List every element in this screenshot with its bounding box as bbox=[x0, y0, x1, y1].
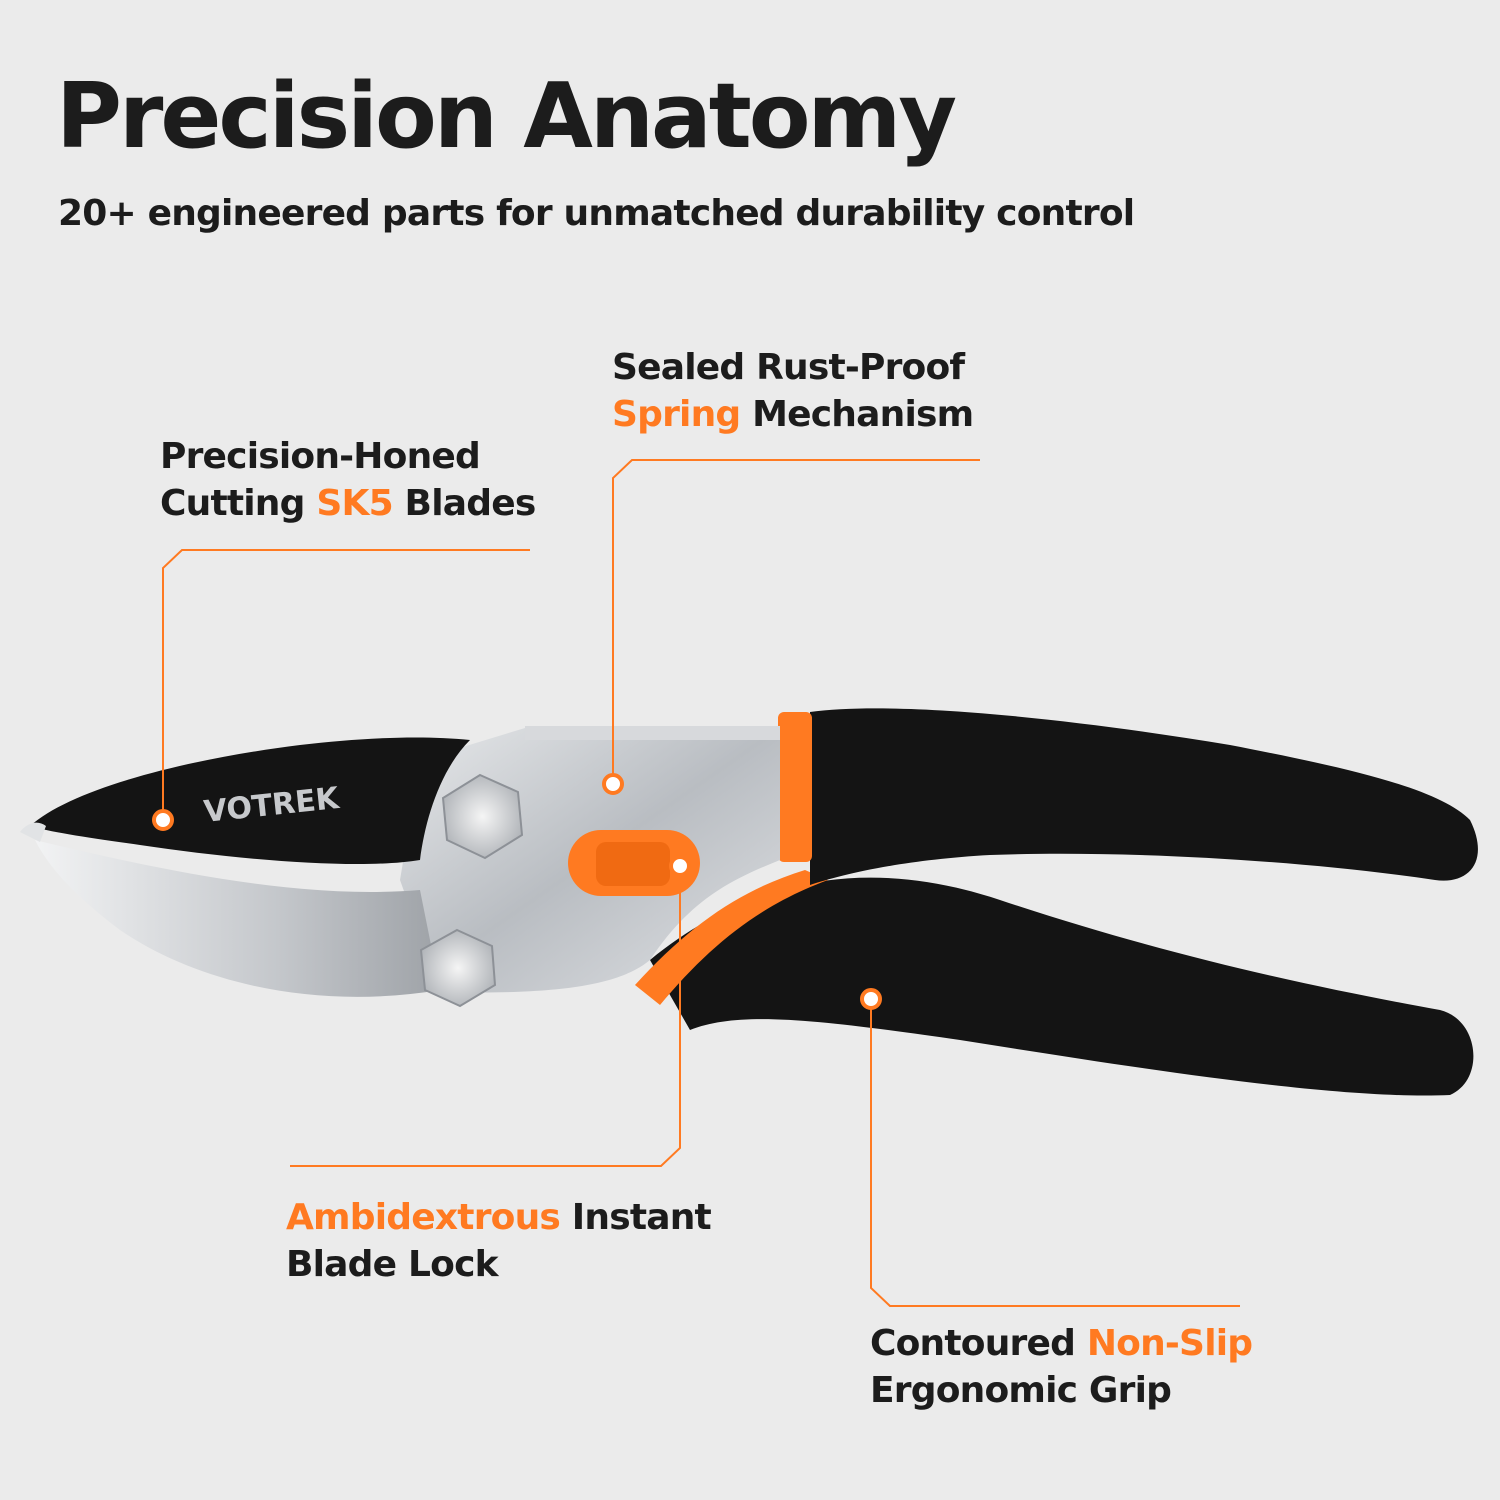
lower-blade bbox=[35, 840, 440, 997]
callout-blades: Precision-Honed Cutting SK5 Blades bbox=[160, 433, 536, 527]
callout-dots bbox=[152, 773, 882, 1010]
blades-line-2: Cutting SK5 Blades bbox=[160, 483, 536, 524]
upper-bolt bbox=[441, 773, 524, 860]
callout-lines bbox=[162, 459, 1240, 1307]
lock-leader bbox=[290, 866, 681, 1167]
page-title: Precision Anatomy bbox=[56, 64, 957, 169]
spring-leader bbox=[612, 459, 980, 782]
blades-line-1: Precision-Honed bbox=[160, 436, 481, 477]
upper-handle bbox=[810, 708, 1478, 885]
lower-collar bbox=[635, 870, 828, 1005]
grip-dot bbox=[860, 988, 882, 1010]
callout-lock: Ambidextrous Instant Blade Lock bbox=[286, 1194, 712, 1288]
lock-line-2: Blade Lock bbox=[286, 1244, 499, 1285]
spring-line-2: Spring Mechanism bbox=[612, 394, 974, 435]
blades-leader bbox=[162, 549, 530, 818]
page-subtitle: 20+ engineered parts for unmatched durab… bbox=[58, 193, 1135, 234]
lock-line-1: Ambidextrous Instant bbox=[286, 1197, 712, 1238]
spring-dot bbox=[602, 773, 624, 795]
callout-grip: Contoured Non-Slip Ergonomic Grip bbox=[870, 1320, 1253, 1414]
blades-dot bbox=[152, 809, 174, 831]
lower-handle bbox=[650, 877, 1474, 1096]
grip-line-2: Ergonomic Grip bbox=[870, 1370, 1172, 1411]
upper-collar bbox=[778, 712, 812, 862]
upper-blade bbox=[30, 737, 470, 865]
grip-leader bbox=[870, 999, 1240, 1307]
lock-dot bbox=[669, 855, 691, 877]
grip-line-1: Contoured Non-Slip bbox=[870, 1323, 1253, 1364]
callout-spring: Sealed Rust-Proof Spring Mechanism bbox=[612, 344, 974, 438]
lower-bolt bbox=[419, 928, 497, 1008]
spring-line-1: Sealed Rust-Proof bbox=[612, 347, 965, 388]
